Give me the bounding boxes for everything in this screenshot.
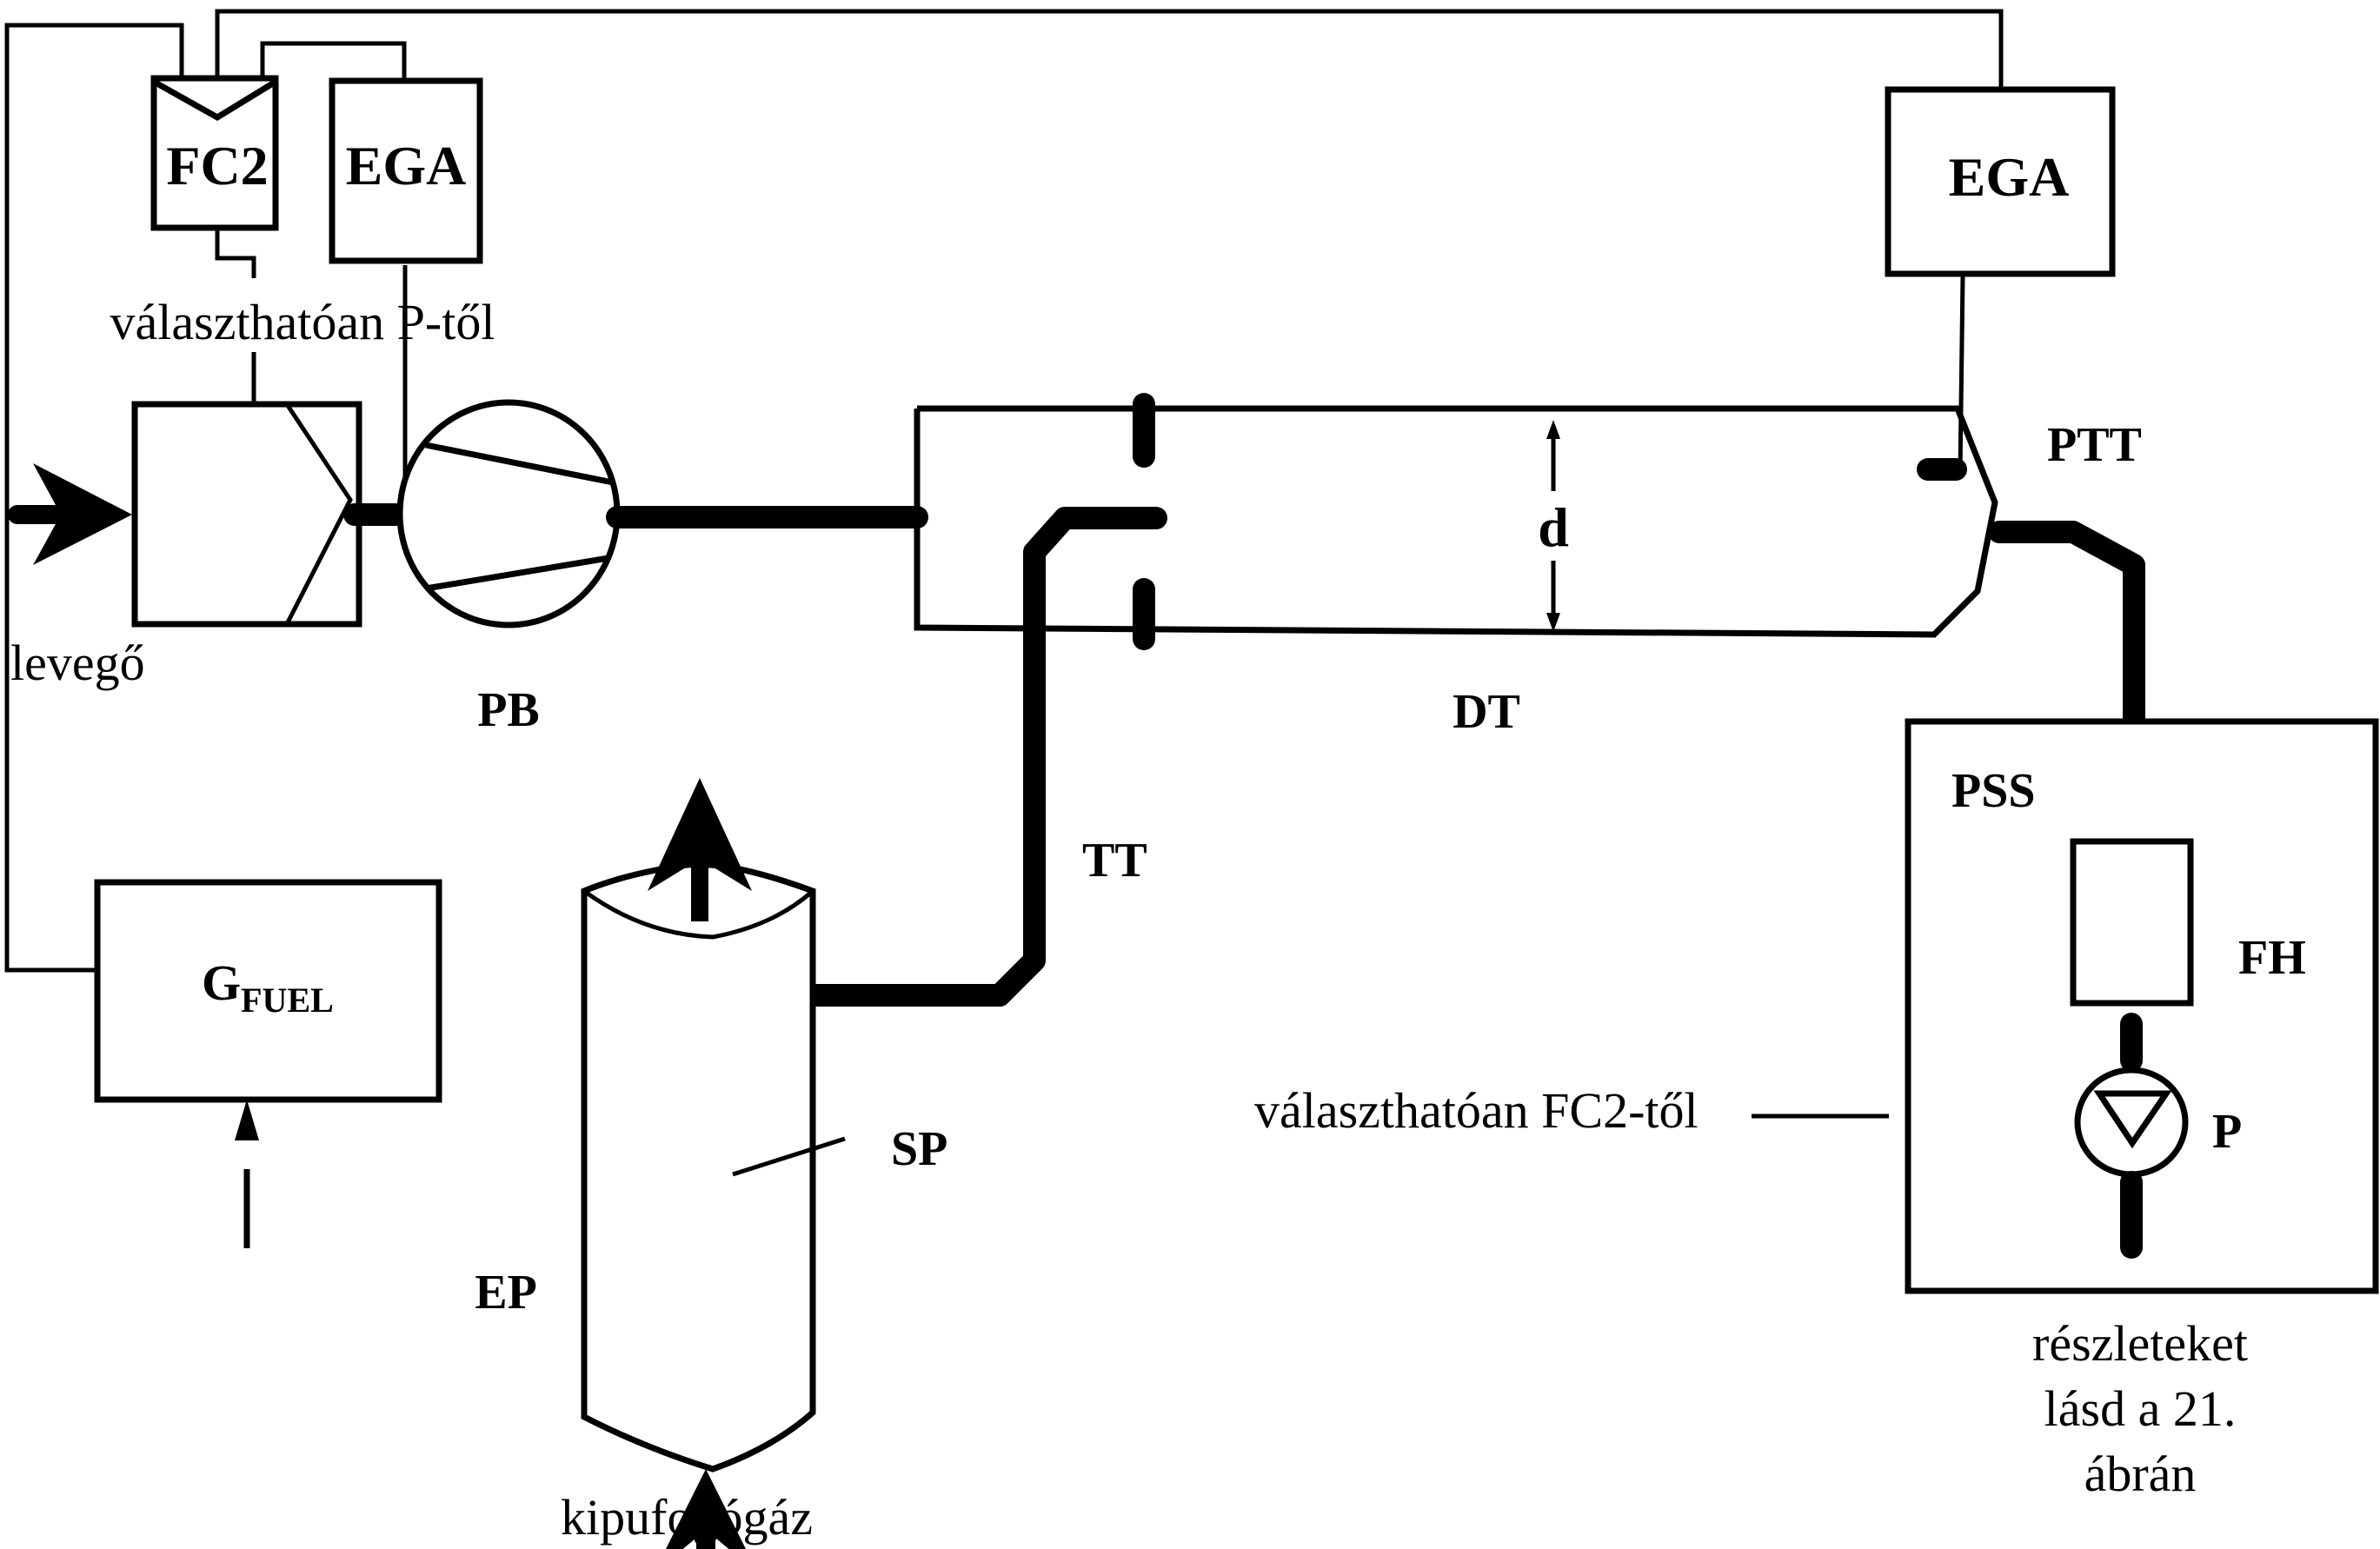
details-line-3: ábrán	[2084, 1446, 2197, 1502]
tt-label: TT	[1082, 834, 1147, 888]
signal-line-fc2-optional	[215, 228, 256, 278]
sp-label: SP	[891, 1122, 947, 1176]
ega-right-analyzer: EGA	[1885, 86, 2116, 277]
details-line-1: részleteket	[2032, 1315, 2248, 1372]
diameter-dimension: d	[1538, 420, 1569, 632]
details-note: részleteket lásd a 21. ábrán	[2032, 1315, 2248, 1502]
signal-line-fc2-ega-right	[215, 9, 2004, 90]
ep-label: EP	[475, 1266, 537, 1320]
fuel-flow-gfuel: GFUEL	[94, 879, 442, 1103]
signal-line-ega-right-ptt	[1958, 276, 1965, 475]
p-label: P	[2212, 1105, 2242, 1159]
diameter-label: d	[1538, 496, 1569, 558]
ega-left-analyzer: EGA	[329, 77, 483, 264]
particulate-sampling-system-pss: PSS FH P	[1905, 718, 2379, 1294]
exhaust-out-arrow-icon	[648, 778, 752, 921]
air-label: levegő	[10, 635, 145, 691]
signal-line-gfuel-fc2	[4, 23, 184, 973]
sp-leader-line	[732, 1136, 846, 1177]
dt-label: DT	[1453, 685, 1520, 739]
air-filter	[131, 401, 362, 628]
fh-label: FH	[2238, 931, 2306, 985]
air-inlet-arrow-icon	[8, 463, 132, 565]
ptt-label: PTT	[2047, 418, 2142, 472]
signal-lines	[4, 9, 2084, 1119]
exhaust-in-arrow-icon	[666, 1469, 746, 1549]
exhaust-pipe-ep	[581, 861, 816, 1473]
ega-right-label: EGA	[1949, 146, 2070, 208]
pss-label: PSS	[1951, 764, 2036, 818]
exhaust-label: kipufogógáz	[561, 1489, 813, 1546]
gfuel-label: GFUEL	[202, 954, 334, 1020]
optional-from-fc2-label: választhatóan FC2-től	[1254, 1082, 1699, 1139]
pump-p	[2074, 1067, 2189, 1178]
fc2-flow-controller: FC2	[150, 75, 279, 231]
details-line-2: lásd a 21.	[2044, 1380, 2237, 1437]
dilution-tunnel-dt	[914, 393, 1998, 650]
signal-line-fc2-ega-left	[260, 41, 407, 81]
fc2-label: FC2	[166, 135, 268, 196]
pb-label: PB	[477, 683, 540, 737]
ega-left-label: EGA	[346, 135, 467, 196]
tube-ptt-fh	[1988, 521, 2145, 859]
pressure-blower-pb	[396, 399, 621, 628]
filter-holder-fh	[2070, 838, 2194, 1007]
fuel-input-arrow-icon	[235, 1100, 259, 1248]
optional-from-p-label: választhatóan P-től	[110, 294, 495, 350]
